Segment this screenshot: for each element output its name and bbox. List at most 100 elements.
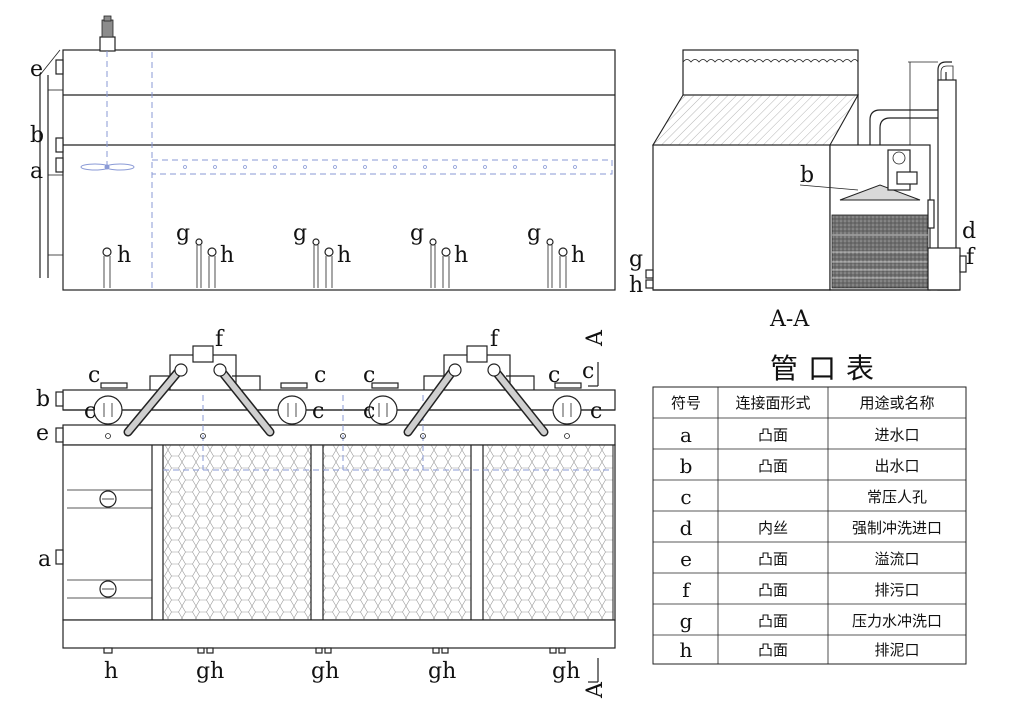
table-grid <box>652 386 967 665</box>
hidden-header-pipe <box>151 159 613 175</box>
side-label-h5: h <box>571 243 585 268</box>
table-header-connection: 连接面形式 <box>735 394 810 412</box>
pipe-pair-4 <box>429 238 451 288</box>
plan-label-b: b <box>36 387 50 412</box>
section-label-b: b <box>800 163 814 188</box>
nozzle-e-side <box>55 59 64 75</box>
filter-cell-3 <box>482 444 614 621</box>
plan-label-f2: f <box>490 327 500 352</box>
table-header-symbol: 符号 <box>671 394 701 412</box>
side-label-g3: g <box>410 221 424 246</box>
side-label-e: e <box>30 57 43 82</box>
side-label-h3: h <box>337 243 351 268</box>
hood-box <box>682 49 859 96</box>
table-row: h 凸面 排泥口 <box>680 638 920 662</box>
plan-bottom-label-0: h <box>104 659 118 684</box>
side-label-g1: g <box>176 221 190 246</box>
header-pipe-holes <box>183 165 577 169</box>
svg-text:c: c <box>680 485 691 509</box>
svg-text:压力水冲洗口: 压力水冲洗口 <box>852 612 942 630</box>
side-label-g2: g <box>293 221 307 246</box>
filter-cell-2 <box>322 444 472 621</box>
nozzle-a-side <box>55 157 64 173</box>
pipe-pair-2 <box>195 238 217 288</box>
plan-label-e: e <box>36 421 49 446</box>
manhole-1 <box>93 382 128 425</box>
manhole-2 <box>277 382 308 425</box>
manhole-4 <box>552 382 582 425</box>
table-title: 管口表 <box>770 352 884 385</box>
distributor-cone <box>839 184 921 201</box>
plan-label-c-cut: c <box>582 359 594 384</box>
side-label-h2: h <box>220 243 234 268</box>
hood-wave-edge <box>682 59 859 63</box>
inlet-chamber <box>55 489 152 599</box>
table-row: b 凸面 出水口 <box>680 454 920 478</box>
plan-label-c7: c <box>548 363 560 388</box>
drain-pipe-h1 <box>102 247 112 288</box>
nozzle-df-box <box>927 247 961 291</box>
plan-label-f1: f <box>215 327 225 352</box>
plan-cut-label-bottom: A <box>583 681 608 699</box>
section-label-g: g <box>629 247 643 272</box>
svg-text:进水口: 进水口 <box>874 426 919 444</box>
table-row: f 凸面 排污口 <box>682 578 919 602</box>
section-a-a-view: b d f g h A-A <box>629 49 976 332</box>
svg-text:排污口: 排污口 <box>874 581 919 599</box>
svg-text:内丝: 内丝 <box>758 519 788 537</box>
svg-text:b: b <box>680 454 693 478</box>
svg-text:常压人孔: 常压人孔 <box>867 488 927 506</box>
table-header-purpose: 用途或名称 <box>859 394 934 412</box>
svg-text:f: f <box>682 578 691 602</box>
pipe-pair-3 <box>312 238 334 288</box>
nozzle-b-side <box>55 137 64 153</box>
pipe-pair-5 <box>546 238 568 288</box>
plan-label-c4: c <box>312 399 324 424</box>
svg-text:凸面: 凸面 <box>758 457 788 475</box>
plan-label-c6: c <box>363 399 375 424</box>
svg-text:排泥口: 排泥口 <box>874 641 919 659</box>
nozzle-e-plan <box>55 427 64 443</box>
section-title: A-A <box>769 307 810 332</box>
plan-label-c1: c <box>88 363 100 388</box>
plan-view: f f c c c c c c c c c b e a A A h gh gh … <box>36 327 616 699</box>
svg-text:e: e <box>680 547 692 571</box>
plan-label-c3: c <box>314 363 326 388</box>
manhole-3 <box>368 382 399 425</box>
side-label-g4: g <box>527 221 541 246</box>
section-tank-left <box>652 144 831 291</box>
svg-text:g: g <box>680 609 693 633</box>
nozzle-b-plan <box>55 391 64 407</box>
plan-bottom-label-4: gh <box>552 659 580 684</box>
table-row: g 凸面 压力水冲洗口 <box>680 609 942 633</box>
table-row: d 内丝 强制冲洗进口 <box>680 516 942 540</box>
sludge-box-f2 <box>403 345 549 437</box>
side-label-h4: h <box>454 243 468 268</box>
section-label-f: f <box>966 245 976 270</box>
side-label-a: a <box>30 159 43 184</box>
plan-walkway-strip <box>62 424 616 446</box>
nozzle-table: 管口表 符号 连接面形式 用途或名称 a 凸面 进水口 b 凸面 出水口 <box>652 352 967 665</box>
bottom-feet <box>103 647 566 654</box>
sludge-box-f1 <box>123 345 275 437</box>
plan-label-c5: c <box>363 363 375 388</box>
plan-label-c8: c <box>590 399 602 424</box>
svg-text:凸面: 凸面 <box>758 426 788 444</box>
section-label-d: d <box>962 219 976 244</box>
filter-media-stack <box>831 214 929 289</box>
plan-bottom-label-1: gh <box>196 659 224 684</box>
agitator <box>80 15 135 171</box>
svg-text:凸面: 凸面 <box>758 641 788 659</box>
riser-pipe-2 <box>879 72 947 145</box>
section-label-h: h <box>629 273 643 298</box>
svg-text:h: h <box>680 638 693 662</box>
plan-label-a: a <box>38 547 51 572</box>
plan-label-c2: c <box>84 399 96 424</box>
filter-cell-1 <box>162 444 312 621</box>
svg-text:凸面: 凸面 <box>758 550 788 568</box>
hood-slope <box>652 94 859 146</box>
svg-text:出水口: 出水口 <box>874 457 919 475</box>
svg-text:凸面: 凸面 <box>758 581 788 599</box>
side-elevation-view: e b a h g h g h g h g h <box>30 15 616 291</box>
